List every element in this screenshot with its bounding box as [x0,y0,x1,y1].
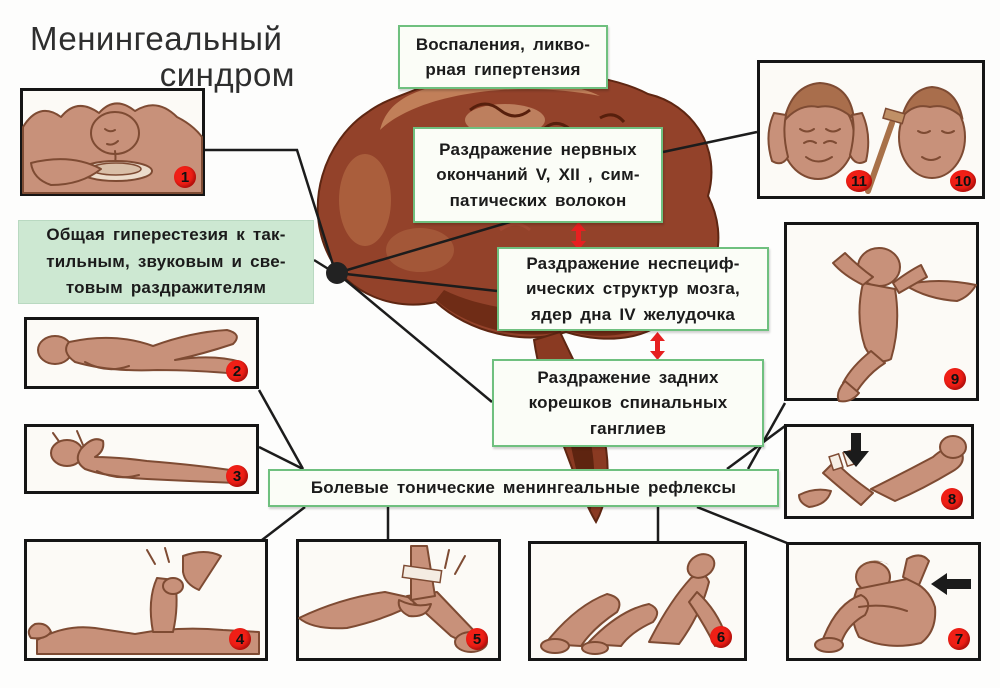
panel-2-lying-child: 2 [24,317,259,389]
panel-6-number-badge: 6 [710,626,732,648]
panel-1-vomiting-patient: 1 [20,88,205,196]
reflexes-box: Болевые тонические менингеальные рефлекс… [268,469,779,507]
opisthotonus-illustration [50,430,244,484]
pubic-pressure-illustration [798,433,967,508]
panel-11-number-badge: 11 [846,170,872,192]
tripod-posture-illustration [540,553,728,655]
box-text-line: патических волокон [449,190,627,210]
box-text-line: Раздражение неспециф- [526,253,740,273]
panel-3-number-badge: 3 [226,465,248,487]
box-text-line: ядер дна IV желудочка [531,304,735,324]
down-arrow-icon [843,433,869,467]
box-text-line: Раздражение нервных [439,139,637,159]
neck-flexion-illustration [814,554,971,653]
lying-child-illustration [37,329,247,375]
nonspecific-structures-box: Раздражение неспециф- ических структур м… [497,247,769,331]
box-text-line: корешков спинальных [528,393,728,413]
panel-5-number-badge: 5 [466,628,488,650]
box-text-line: Воспаления, ликво- [415,34,591,54]
box-text-line: Болевые тонические менингеальные рефлекс… [310,478,737,498]
panel-10-11-heads: 11 10 [757,60,985,199]
vomiting-patient-illustration [22,102,203,194]
box-text-line: Общая гиперестезия к так- [46,225,286,245]
page-title-line2: синдром [159,56,295,93]
leg-flexion-illustration [298,545,488,653]
spinal-roots-box: Раздражение задних корешков спинальных г… [492,359,764,447]
page-title-line1: Менингеальный [30,20,283,57]
left-arrow-icon [931,573,971,595]
box-text-line: Раздражение задних [537,367,719,387]
kernig-test-illustration [27,547,260,655]
panel-2-number-badge: 2 [226,360,248,382]
panel-8-pubic-pressure: 8 [784,424,974,519]
red-double-arrow-upper [571,222,586,250]
panel-4-kernig-test: 4 [24,539,268,661]
black-connector-lines [205,130,788,545]
panel-4-number-badge: 4 [229,628,251,650]
box-text-line: ганглиев [589,418,667,438]
panel-6-tripod-posture: 6 [528,541,747,661]
box-text-line: товым раздражителям [65,278,267,298]
panel-8-number-badge: 8 [941,488,963,510]
suspended-infant-illustration [832,247,977,403]
box-text-line: тильным, звуковым и све- [46,251,286,271]
panel-5-leg-flexion-test: 5 [296,539,501,661]
box-text-line: ических структур мозга, [526,279,740,299]
box-text-line: рная гипертензия [425,60,581,79]
hyperesthesia-box: Общая гиперестезия к так- тильным, звуко… [18,220,314,304]
junction-dot [326,262,348,284]
panel-10-number-badge: 10 [950,170,976,192]
panel-7-number-badge: 7 [948,628,970,650]
panel-9-number-badge: 9 [944,368,966,390]
nerve-endings-box: Раздражение нервных окончаний V, XII , с… [413,127,663,223]
panel-7-neck-flexion: 7 [786,542,981,661]
panel-3-opisthotonus-child: 3 [24,424,259,494]
panel-9-suspended-infant: 9 [784,222,979,403]
box-text-line: окончаний V, XII , сим- [436,165,640,185]
red-double-arrow-lower [650,332,665,360]
heads-percussion-illustration [767,81,966,194]
inflammation-box: Воспаления, ликво- рная гипертензия [398,25,608,89]
panel-1-number-badge: 1 [174,166,196,188]
